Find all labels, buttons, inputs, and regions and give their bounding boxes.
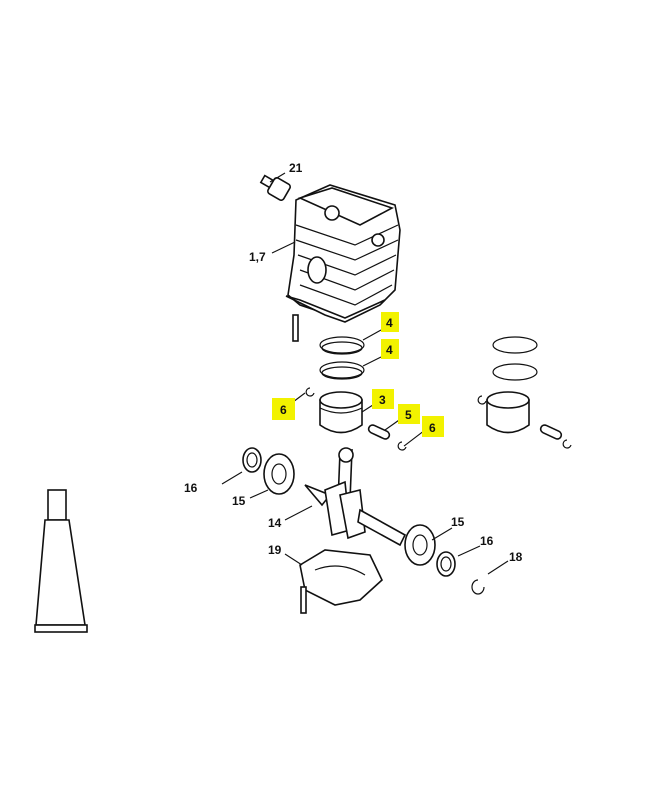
callout-6-right: 6 (429, 421, 436, 435)
oil-seal-right-part (436, 551, 456, 577)
callout-5: 5 (405, 408, 412, 422)
callout-1-7: 1,7 (249, 250, 266, 264)
callout-16-left: 16 (184, 481, 198, 495)
cylinder-part (285, 184, 401, 342)
callout-14: 14 (268, 516, 282, 530)
callout-16-right: 16 (480, 534, 494, 548)
bearing-right-part (404, 524, 436, 566)
callout-15-right: 15 (451, 515, 465, 529)
callout-4-lower: 4 (386, 343, 393, 357)
grease-tube (34, 489, 88, 633)
callout-4-upper: 4 (386, 316, 393, 330)
callout-6-left: 6 (280, 403, 287, 417)
piston-pin-part (367, 424, 391, 440)
circlip-right-part (397, 441, 407, 451)
callout-18: 18 (509, 550, 523, 564)
highlight-boxes (272, 312, 444, 437)
circlip-left-part (305, 387, 315, 397)
piston-part (319, 391, 363, 434)
callout-21: 21 (289, 161, 303, 175)
callout-19: 19 (268, 543, 282, 557)
callout-15-left: 15 (232, 494, 246, 508)
bearing-left-part (263, 453, 295, 495)
piston-kit-reference (477, 336, 572, 449)
oil-seal-left-part (242, 447, 262, 473)
snap-ring-part (471, 579, 485, 595)
callout-3: 3 (379, 393, 386, 407)
crankshaft-part (304, 447, 407, 547)
crankcase-part (299, 549, 383, 614)
piston-ring-lower (319, 361, 365, 379)
piston-ring-upper (319, 336, 365, 354)
spark-plug-part (259, 174, 291, 201)
